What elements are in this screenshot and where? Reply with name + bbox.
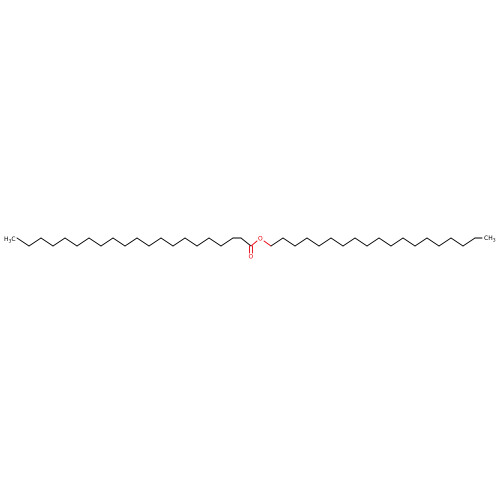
chain-bond: [306, 237, 320, 247]
chain-bond: [208, 237, 222, 247]
chain-bond: [100, 237, 114, 247]
chain-bond: [172, 237, 186, 247]
ester-bond: [263, 240, 272, 247]
chain-bond: [330, 237, 344, 247]
ester-oxygen-label: O: [258, 236, 263, 243]
chain-bond: [160, 237, 174, 247]
chain-bond: [366, 237, 380, 247]
chain-bond: [342, 237, 356, 247]
right-methyl-label: CH3: [484, 235, 496, 244]
chain-bond: [438, 237, 452, 247]
chain-bond: [378, 237, 392, 247]
chain-bond: [16, 237, 30, 247]
chain-bond: [196, 237, 210, 247]
chain-bond: [414, 237, 428, 247]
chain-bond: [270, 237, 284, 247]
chain-bond: [124, 237, 138, 247]
chain-bond: [450, 237, 464, 247]
chain-bond: [52, 237, 66, 247]
chain-bond: [136, 237, 150, 247]
left-methyl-label: H3C: [4, 236, 16, 245]
chain-bond: [240, 237, 252, 247]
chain-bond: [294, 237, 308, 247]
bond-skeleton: [16, 237, 483, 254]
chain-bond: [40, 237, 54, 247]
chain-bond: [390, 237, 404, 247]
chain-bond: [282, 237, 296, 247]
chain-bond: [462, 237, 476, 247]
chain-bond: [402, 237, 416, 247]
chain-bond: [76, 237, 90, 247]
chain-bond: [112, 237, 126, 247]
chain-bond: [318, 237, 332, 247]
chain-bond: [28, 237, 42, 247]
carbonyl-oxygen-label: O: [249, 254, 254, 261]
chain-bond: [148, 237, 162, 247]
chain-bond: [220, 237, 234, 247]
chain-bond: [88, 237, 102, 247]
chain-bond: [426, 237, 440, 247]
chain-bond: [184, 237, 198, 247]
chain-bond: [354, 237, 368, 247]
chain-bond: [64, 237, 78, 247]
ester-bond: [250, 240, 258, 247]
